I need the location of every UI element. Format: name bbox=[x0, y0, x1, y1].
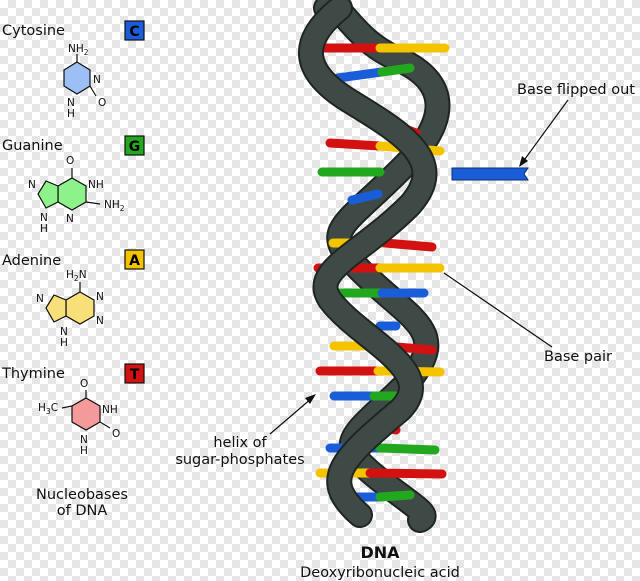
thymine-badge bbox=[124, 363, 145, 384]
adenine-n1: N bbox=[96, 291, 104, 303]
cytosine-o: O bbox=[98, 97, 106, 109]
cytosine-nh: N bbox=[67, 97, 75, 109]
thymine-n: N bbox=[80, 434, 88, 446]
cytosine-h: H bbox=[67, 108, 75, 120]
adenine-n2: N bbox=[96, 315, 104, 327]
adenine-nh: N bbox=[60, 326, 68, 338]
caption-line2: of DNA bbox=[57, 503, 108, 519]
adenine-badge-letter: A bbox=[129, 253, 140, 269]
dna-helix bbox=[298, 0, 529, 533]
cytosine-badge-letter: C bbox=[129, 24, 139, 40]
legend-thymine: Thymine T O H3C NH O N H bbox=[1, 363, 145, 457]
base-pair-label: Base pair bbox=[544, 349, 612, 365]
legend-guanine: Guanine G O NH NH2 N N N H bbox=[2, 135, 145, 235]
guanine-nh-bottom: N bbox=[40, 212, 48, 224]
guanine-o: O bbox=[66, 155, 74, 167]
base-pair-6 bbox=[347, 189, 383, 205]
cytosine-badge bbox=[124, 20, 145, 41]
thymine-o: O bbox=[112, 428, 120, 440]
cytosine-label: Cytosine bbox=[2, 23, 65, 39]
helix-label-line1: helix of bbox=[213, 435, 267, 451]
thymine-h3c: H3C bbox=[38, 402, 58, 416]
arrowhead-icon bbox=[519, 156, 528, 167]
caption-line1: Nucleobases bbox=[36, 487, 128, 503]
annotation-base-pair: Base pair bbox=[443, 272, 612, 365]
arrowhead-icon bbox=[305, 394, 316, 404]
guanine-badge bbox=[124, 135, 145, 156]
thymine-badge-letter: T bbox=[130, 367, 140, 383]
thymine-h: H bbox=[80, 445, 88, 457]
annotation-helix: helix of sugar-phosphates bbox=[175, 394, 316, 468]
guanine-badge-letter: G bbox=[129, 139, 141, 155]
guanine-nh: NH bbox=[88, 179, 104, 191]
base-flipped-label: Base flipped out bbox=[517, 82, 635, 98]
adenine-h2n: H2N bbox=[66, 269, 87, 283]
adenine-badge bbox=[124, 249, 145, 270]
thymine-nh: NH bbox=[102, 404, 118, 416]
base-pair-12 bbox=[315, 366, 445, 377]
adenine-label: Adenine bbox=[2, 253, 61, 269]
guanine-n: N bbox=[66, 213, 74, 225]
flipped-base bbox=[451, 167, 529, 181]
adenine-n3: N bbox=[36, 293, 44, 305]
guanine-nh2: NH2 bbox=[104, 199, 125, 213]
helix-label-line2: sugar-phosphates bbox=[175, 452, 304, 468]
base-pair-2 bbox=[333, 63, 415, 83]
guanine-n2: N bbox=[28, 179, 36, 191]
guanine-h: H bbox=[40, 223, 48, 235]
cytosine-molecule-icon: NH2 N N H O bbox=[63, 43, 106, 120]
adenine-h: H bbox=[60, 337, 68, 349]
annotation-base-flipped: Base flipped out bbox=[517, 82, 635, 167]
guanine-molecule-icon: O NH NH2 N N N H bbox=[28, 155, 125, 235]
legend-cytosine: Cytosine C NH2 N N H O bbox=[2, 20, 145, 120]
thymine-label: Thymine bbox=[1, 366, 65, 382]
cytosine-nh2: NH2 bbox=[68, 43, 89, 57]
thymine-o-top: O bbox=[80, 378, 88, 390]
thymine-molecule-icon: O H3C NH O N H bbox=[38, 378, 120, 457]
legend-adenine: Adenine A H2N N N N N H bbox=[2, 249, 145, 349]
title-subtitle: Deoxyribonucleic acid bbox=[300, 565, 460, 581]
title-dna: DNA bbox=[360, 543, 400, 562]
adenine-molecule-icon: H2N N N N N H bbox=[36, 269, 104, 349]
cytosine-n: N bbox=[93, 74, 101, 86]
guanine-label: Guanine bbox=[2, 138, 63, 154]
